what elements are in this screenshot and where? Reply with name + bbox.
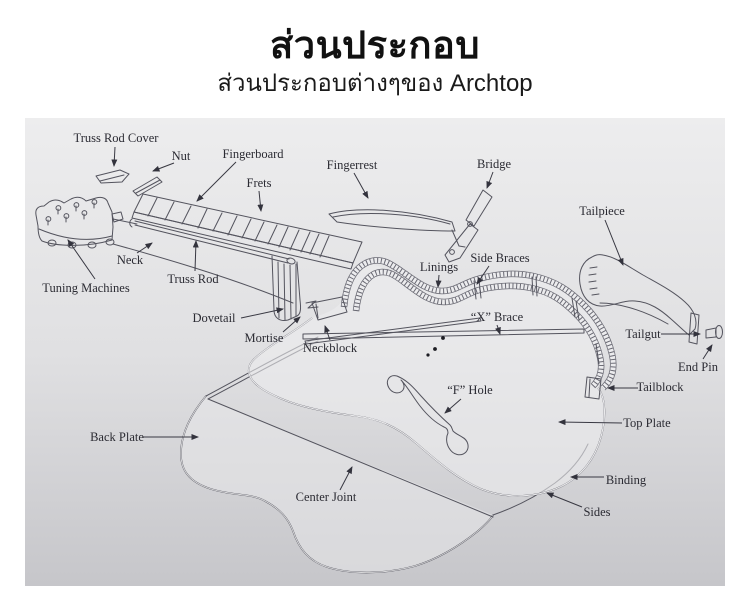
label-top-plate: Top Plate: [623, 416, 671, 430]
arrow-center-joint: [339, 466, 353, 491]
arrow-tailpiece: [604, 219, 624, 266]
page-subtitle: ส่วนประกอบต่างๆของ Archtop: [217, 70, 533, 97]
fingerrest-drawing: [328, 209, 466, 248]
label-frets: Frets: [247, 176, 272, 190]
label-nut: Nut: [172, 149, 191, 163]
bridge-drawing: [444, 189, 493, 263]
arrow-tuning-machines: [67, 239, 96, 280]
arrow-linings: [435, 274, 442, 288]
label-sides: Sides: [583, 505, 610, 519]
arrow-truss-rod-cover: [111, 146, 118, 167]
label-tailblock: Tailblock: [636, 380, 684, 394]
page-title: ส่วนประกอบ: [270, 25, 480, 67]
label-mortise: Mortise: [245, 331, 284, 345]
label-truss-rod: Truss Rod: [167, 272, 219, 286]
top-plate-drawing: [247, 263, 606, 497]
truss-rod-cover-drawing: [95, 169, 130, 184]
truss-rod-drawing: [111, 211, 296, 265]
arrow-bridge: [486, 171, 494, 189]
label-bridge: Bridge: [477, 157, 511, 171]
part-labels: Truss Rod Cover Nut Fingerboard Frets Fi…: [42, 131, 718, 519]
arrow-fingerboard: [196, 161, 237, 202]
label-center-joint: Center Joint: [296, 490, 357, 504]
center-joint-line: [207, 398, 494, 518]
arrow-mortise: [282, 316, 301, 333]
fingerboard-drawing: [131, 193, 363, 270]
label-tailgut: Tailgut: [625, 327, 661, 341]
label-x-brace: “X” Brace: [471, 310, 524, 324]
tailblock-drawing: [584, 376, 602, 400]
arrow-nut: [152, 162, 175, 172]
tailpiece-drawing: [579, 254, 700, 345]
binding-line: [248, 317, 605, 497]
dovetail-drawing: [271, 255, 302, 321]
label-end-pin: End Pin: [678, 360, 719, 374]
label-neck: Neck: [117, 253, 144, 267]
label-dovetail: Dovetail: [192, 311, 236, 325]
label-fingerboard: Fingerboard: [222, 147, 284, 161]
label-tailpiece: Tailpiece: [579, 204, 625, 218]
label-binding: Binding: [606, 473, 647, 487]
arrow-side-braces: [476, 265, 490, 285]
end-pin-drawing: [705, 325, 723, 339]
label-tuning-machines: Tuning Machines: [42, 281, 130, 295]
f-hole-drawing: [386, 375, 469, 456]
tailpiece-string-slots: [588, 266, 600, 296]
label-truss-rod-cover: Truss Rod Cover: [74, 131, 160, 145]
arrow-x-brace: [495, 324, 501, 335]
label-linings: Linings: [420, 260, 458, 274]
mortise-drawing: [305, 300, 319, 309]
arrow-truss-rod: [192, 240, 199, 272]
neck-drawing: [111, 211, 302, 321]
tailgut-drawing: [688, 312, 700, 345]
arrow-fingerrest: [353, 172, 369, 199]
nut-drawing: [132, 176, 163, 197]
tuning-machine-posts: [45, 199, 98, 226]
arrow-frets: [257, 190, 264, 212]
arrow-top-plate: [558, 419, 623, 426]
plate-dots: [426, 336, 445, 357]
label-side-braces: Side Braces: [470, 251, 529, 265]
arrow-sides: [546, 492, 583, 508]
neckblock-drawing: [305, 296, 348, 321]
label-f-hole: “F” Hole: [447, 383, 493, 397]
arrow-neckblock: [324, 325, 331, 341]
fret-lines: [147, 197, 330, 258]
label-arrows: [67, 146, 713, 508]
arrow-neck: [136, 242, 153, 254]
label-neckblock: Neckblock: [303, 341, 358, 355]
arrow-end-pin: [702, 344, 713, 360]
label-fingerrest: Fingerrest: [327, 158, 378, 172]
arrow-f-hole: [444, 398, 462, 414]
x-brace-drawing: [302, 317, 585, 345]
arrow-dovetail: [240, 307, 284, 319]
label-back-plate: Back Plate: [90, 430, 144, 444]
